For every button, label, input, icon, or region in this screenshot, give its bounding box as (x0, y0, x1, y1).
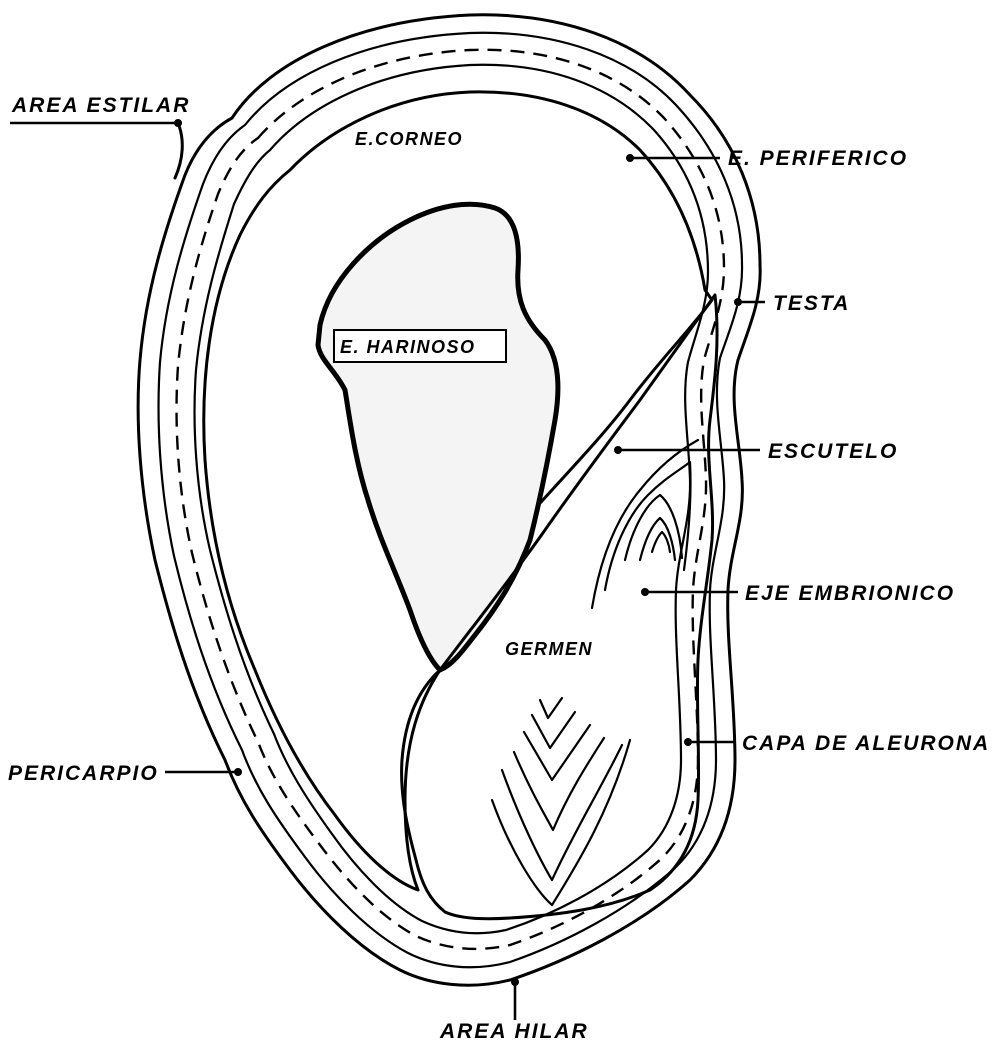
harinoso-shape (318, 204, 558, 670)
stylar-notch (175, 123, 182, 178)
dot-area-hilar (511, 978, 519, 986)
scutellum-line-1 (592, 440, 698, 608)
germ-chevron-2 (532, 712, 575, 748)
label-eje-embrionico: EJE EMBRIONICO (745, 582, 955, 605)
label-e-harinoso: E. HARINOSO (340, 337, 476, 357)
label-escutelo: ESCUTELO (768, 440, 898, 463)
label-e-corneo: E.CORNEO (355, 129, 463, 149)
label-area-estilar: AREA ESTILAR (11, 94, 190, 117)
dot-area-estilar (174, 119, 182, 127)
dot-pericarpio (234, 768, 242, 776)
germ-chevron-4 (514, 738, 604, 830)
label-pericarpio: PERICARPIO (8, 762, 159, 785)
embryo-axis-arch-3 (652, 532, 670, 552)
dot-capa-de-aleurona (684, 738, 692, 746)
dot-e-periferico (626, 154, 634, 162)
label-e-periferico: E. PERIFERICO (728, 147, 908, 170)
dot-eje-embrionico (641, 588, 649, 596)
label-testa: TESTA (773, 292, 850, 315)
dot-testa (734, 298, 742, 306)
label-area-hilar: AREA HILAR (439, 1020, 589, 1043)
label-germen: GERMEN (505, 639, 593, 659)
label-capa-de-aleurona: CAPA DE ALEURONA (742, 732, 990, 755)
dot-escutelo (614, 446, 622, 454)
germ-chevron-1 (540, 698, 562, 718)
germ-chevron-3 (524, 725, 590, 780)
